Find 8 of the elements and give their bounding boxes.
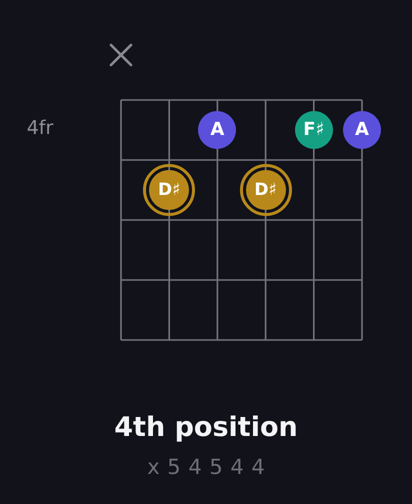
note-marker: F♯ [294,111,333,149]
fret-position-text: 4fr [26,117,54,140]
ringed-note-marker: D♯ [143,164,196,216]
fingering-text: x 5 4 5 4 4 [147,455,265,480]
ringed-note-marker: D♯ [240,164,292,216]
note-marker: A [198,111,236,149]
note-marker: A [343,111,381,149]
chord-position-title: 4th position [114,412,298,444]
